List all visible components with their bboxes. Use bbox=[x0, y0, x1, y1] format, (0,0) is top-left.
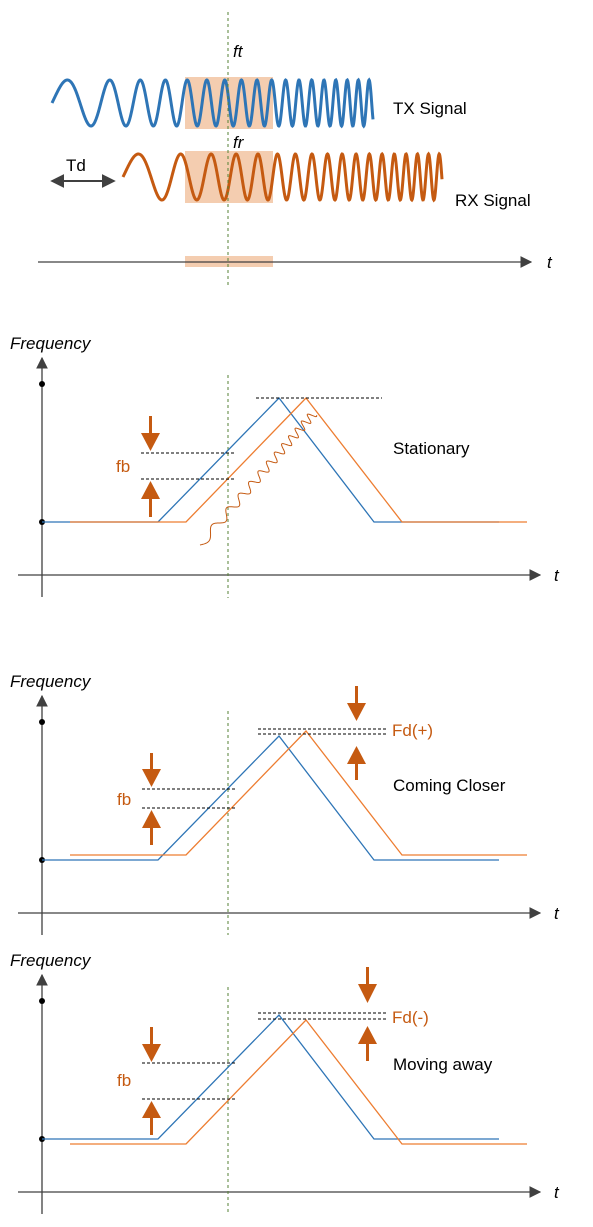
signal-section: ft fr TX Signal RX Signal Td t bbox=[38, 12, 553, 288]
fd-label: Fd(+) bbox=[392, 721, 433, 740]
fd-down-arrow bbox=[358, 967, 377, 1003]
case-label: Coming Closer bbox=[393, 776, 506, 795]
axis-tick-high bbox=[39, 719, 45, 725]
tx-frequency-ramp bbox=[42, 397, 499, 523]
fb-up-arrow bbox=[142, 810, 161, 845]
tx-frequency-ramp bbox=[42, 1014, 499, 1140]
rx-signal-label: RX Signal bbox=[455, 191, 531, 210]
rx-frequency-ramp bbox=[70, 1019, 527, 1145]
case-label: Stationary bbox=[393, 439, 470, 458]
fb-up-arrow bbox=[142, 1101, 161, 1135]
rx-signal-wave bbox=[121, 151, 444, 203]
fb-label: fb bbox=[117, 1071, 131, 1090]
signal-time-axis-label: t bbox=[547, 253, 553, 272]
fd-up-arrow bbox=[347, 746, 366, 780]
fd-label: Fd(-) bbox=[392, 1008, 429, 1027]
ft-label: ft bbox=[233, 42, 244, 61]
rx-frequency-ramp bbox=[70, 730, 527, 856]
echo-squiggle bbox=[199, 413, 318, 546]
tx-signal-label: TX Signal bbox=[393, 99, 467, 118]
axis-tick-high bbox=[39, 998, 45, 1004]
fb-down-arrow bbox=[142, 1027, 161, 1062]
panel-coming-closer: Frequency t fb Fd(+) Coming Closer bbox=[10, 672, 560, 935]
frequency-axis-label: Frequency bbox=[10, 672, 92, 691]
tx-signal-wave bbox=[50, 77, 375, 129]
panel-moving-away: Frequency t fb Fd(-) Moving away bbox=[10, 951, 560, 1214]
case-label: Moving away bbox=[393, 1055, 493, 1074]
frequency-axis-label: Frequency bbox=[10, 951, 92, 970]
time-axis-label: t bbox=[554, 904, 560, 923]
time-axis-label: t bbox=[554, 1183, 560, 1202]
fb-label: fb bbox=[117, 790, 131, 809]
fd-up-arrow bbox=[358, 1026, 377, 1061]
fd-down-arrow bbox=[347, 686, 366, 721]
time-axis-label: t bbox=[554, 566, 560, 585]
fb-down-arrow bbox=[141, 416, 160, 451]
td-label: Td bbox=[66, 156, 86, 175]
fb-up-arrow bbox=[141, 481, 160, 517]
fb-label: fb bbox=[116, 457, 130, 476]
axis-tick-high bbox=[39, 381, 45, 387]
tx-frequency-ramp bbox=[42, 735, 499, 861]
fr-label: fr bbox=[233, 133, 245, 152]
panel-stationary: Frequency t fb Stationary bbox=[10, 334, 560, 598]
frequency-axis-label: Frequency bbox=[10, 334, 92, 353]
fb-down-arrow bbox=[142, 753, 161, 787]
rx-frequency-ramp bbox=[70, 397, 527, 523]
